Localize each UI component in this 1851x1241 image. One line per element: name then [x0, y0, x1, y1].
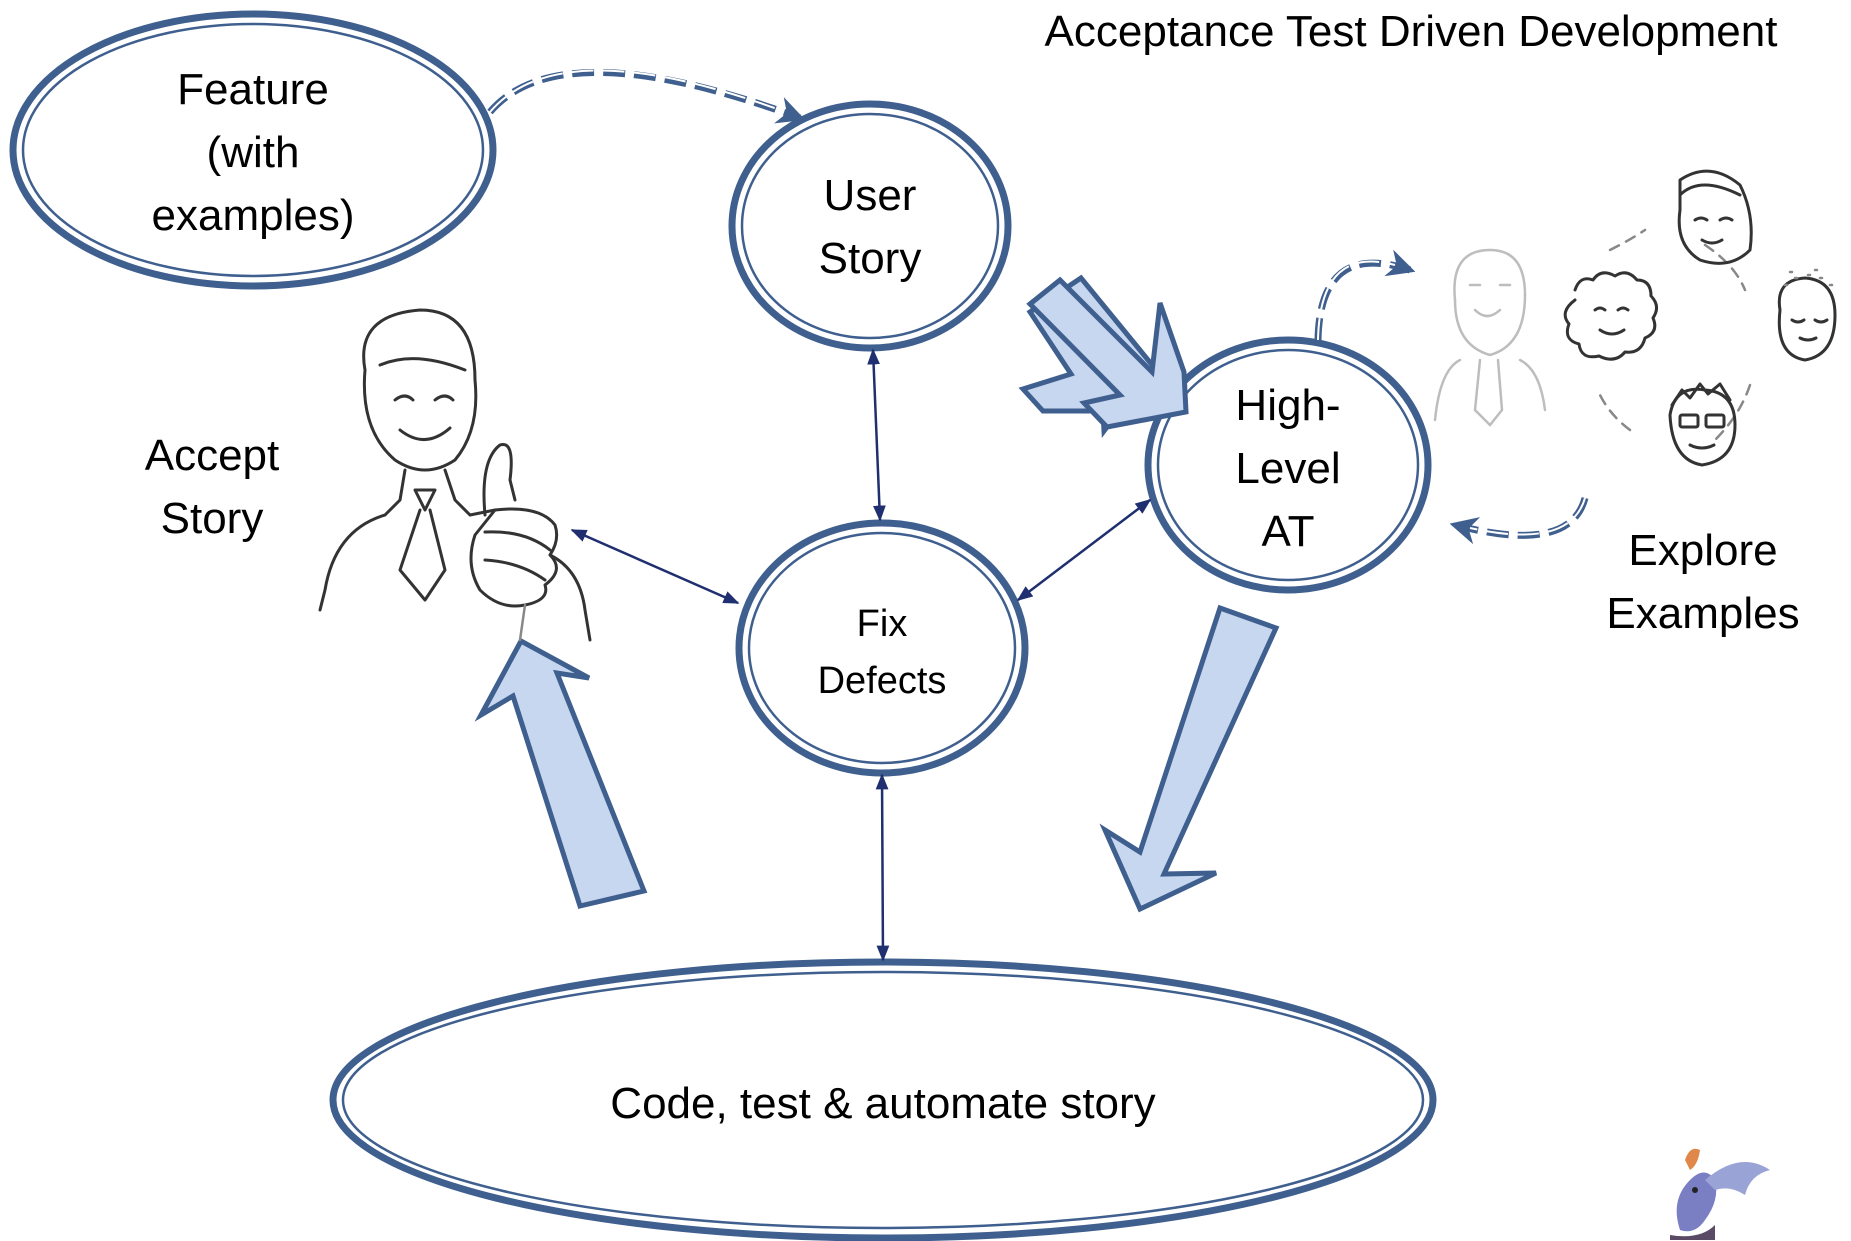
fix-code-link: [875, 773, 890, 962]
thumbs-up-person-icon: [318, 308, 592, 642]
story-to-at-arrow-shape: [1026, 276, 1189, 430]
at-to-team-dashed-arrow: [1314, 249, 1416, 341]
feature-label-line2: (with: [207, 128, 300, 177]
accept-fix-link: [570, 528, 740, 605]
high-level-at-node: High- Level AT: [1144, 336, 1432, 594]
code-test-automate-label: Code, test & automate story: [610, 1079, 1155, 1128]
accept-story-label-line2: Story: [161, 494, 264, 543]
explore-examples-label-line2: Examples: [1606, 589, 1799, 638]
feature-node: Feature (with examples): [9, 10, 497, 290]
code-to-accept-block-arrow: [474, 637, 648, 909]
diagram-title: Acceptance Test Driven Development: [1045, 7, 1778, 56]
high-level-at-label-line2: Level: [1235, 444, 1340, 493]
team-to-at-dashed-arrow: [1449, 496, 1589, 545]
fix-defects-label-line2: Defects: [818, 660, 947, 702]
high-level-at-label-line3: AT: [1262, 507, 1315, 556]
user-story-label-line1: User: [824, 171, 917, 220]
at-to-code-block-arrow: [1099, 604, 1280, 913]
fix-defects-label-line1: Fix: [857, 603, 908, 645]
accept-story-label-line1: Accept: [145, 431, 280, 480]
at-fix-link: [1016, 499, 1152, 601]
feature-label-line3: examples): [152, 191, 355, 240]
user-story-node: User Story: [728, 100, 1012, 352]
high-level-at-label-line1: High-: [1235, 381, 1340, 430]
feature-label-line1: Feature: [177, 65, 329, 114]
fix-defects-node: Fix Defects: [735, 519, 1029, 777]
code-test-automate-node: Code, test & automate story: [329, 958, 1437, 1241]
story-fix-link: [867, 348, 886, 522]
team-discussion-icon: [1433, 169, 1837, 467]
user-story-label-line2: Story: [819, 234, 922, 283]
dragon-logo-icon: [1670, 1148, 1770, 1240]
explore-examples-label-line1: Explore: [1628, 526, 1777, 575]
feature-to-story-arrow: [487, 68, 806, 124]
